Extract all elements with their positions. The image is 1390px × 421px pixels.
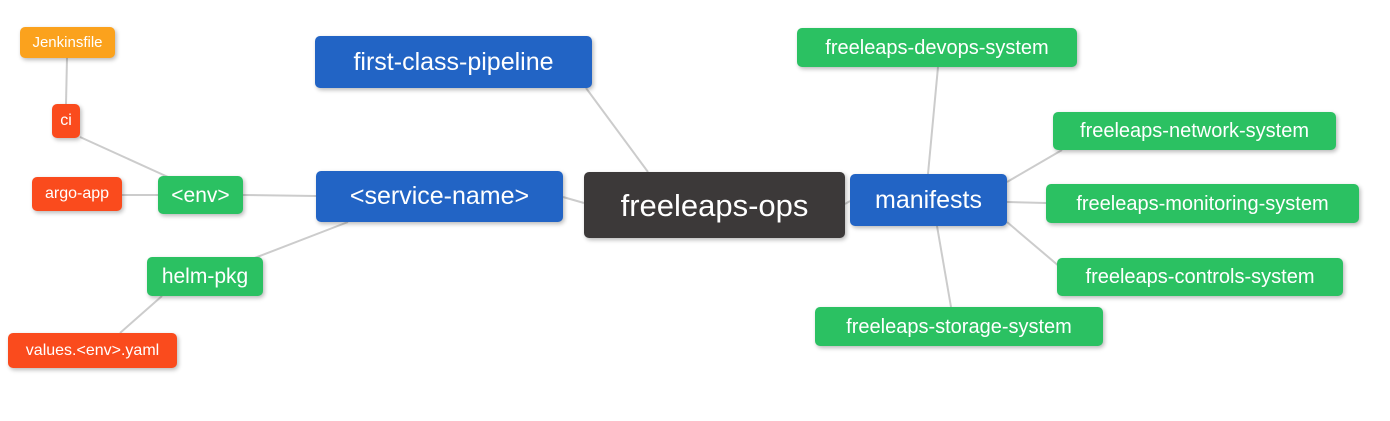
edge-jenkinsfile-to-ci: [65, 57, 68, 105]
node-env[interactable]: <env>: [158, 176, 243, 214]
node-service-name[interactable]: <service-name>: [316, 171, 563, 222]
edge-env-to-service-name: [242, 194, 317, 197]
node-first-class-pipeline[interactable]: first-class-pipeline: [315, 36, 592, 88]
node-helm-pkg[interactable]: helm-pkg: [147, 257, 263, 296]
edge-ci-to-env: [79, 136, 169, 178]
edge-manifests-to-freeleaps-controls-system: [1006, 221, 1061, 268]
node-ci[interactable]: ci: [52, 104, 80, 138]
edge-helm-pkg-to-service-name: [251, 221, 349, 260]
node-values-env-yaml[interactable]: values.<env>.yaml: [8, 333, 177, 368]
edge-first-class-pipeline-to-freeleaps-ops: [585, 87, 649, 173]
edge-manifests-to-freeleaps-devops-system: [927, 66, 939, 175]
node-freeleaps-monitoring-system[interactable]: freeleaps-monitoring-system: [1046, 184, 1359, 223]
edge-service-name-to-freeleaps-ops: [562, 196, 585, 204]
node-manifests[interactable]: manifests: [850, 174, 1007, 226]
node-argo-app[interactable]: argo-app: [32, 177, 122, 211]
edge-manifests-to-freeleaps-network-system: [1006, 149, 1063, 183]
node-jenkinsfile[interactable]: Jenkinsfile: [20, 27, 115, 58]
node-freeleaps-network-system[interactable]: freeleaps-network-system: [1053, 112, 1336, 150]
node-freeleaps-controls-system[interactable]: freeleaps-controls-system: [1057, 258, 1343, 296]
edge-manifests-to-freeleaps-monitoring-system: [1006, 201, 1047, 204]
node-freeleaps-devops-system[interactable]: freeleaps-devops-system: [797, 28, 1077, 67]
node-freeleaps-ops[interactable]: freeleaps-ops: [584, 172, 845, 238]
edge-manifests-to-freeleaps-storage-system: [936, 225, 952, 308]
edge-freeleaps-ops-to-manifests: [844, 200, 851, 205]
edge-helm-pkg-to-values-env-yaml: [119, 295, 163, 334]
node-freeleaps-storage-system[interactable]: freeleaps-storage-system: [815, 307, 1103, 346]
